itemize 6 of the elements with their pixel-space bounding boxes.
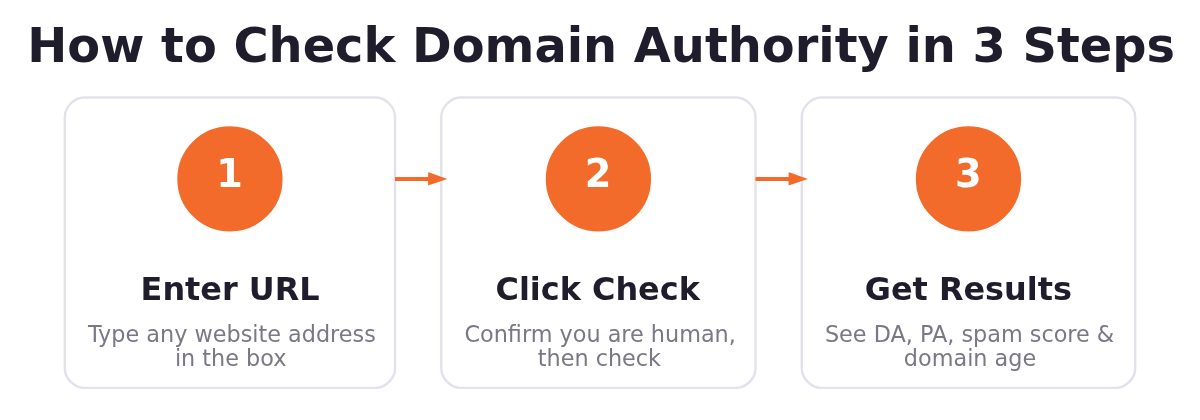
diagram-title: How to Check Domain Authority in 3 Steps <box>27 18 1175 74</box>
node-circle: 1 <box>177 126 283 232</box>
node-circle: 2 <box>545 126 652 232</box>
node-circle: 3 <box>915 126 1022 232</box>
arrow <box>755 172 808 186</box>
arrow <box>395 172 448 186</box>
